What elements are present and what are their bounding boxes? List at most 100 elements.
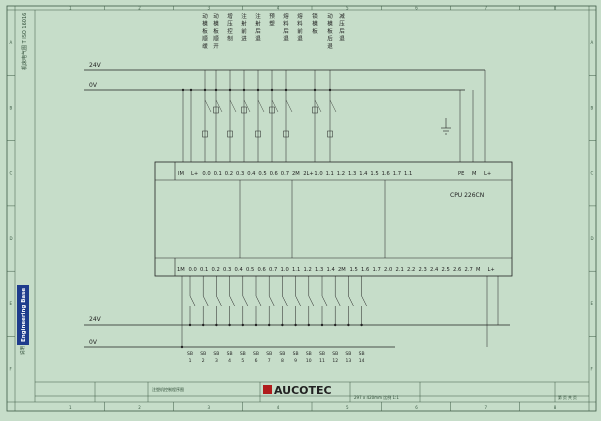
input-terminal: 2.0 <box>384 267 392 273</box>
output-description: 预塑 <box>269 12 275 28</box>
switch-contact <box>229 295 235 307</box>
output-terminal: 0.0 <box>202 171 210 177</box>
device-code: SB <box>253 351 259 357</box>
svg-text:压: 压 <box>339 21 345 28</box>
relay-contact <box>257 99 265 113</box>
left-label: 说明 <box>19 346 26 355</box>
power-terminal: PE <box>458 171 464 177</box>
svg-text:后: 后 <box>327 35 333 43</box>
switch-contact <box>282 295 288 307</box>
svg-text:射: 射 <box>241 20 247 28</box>
output-terminal: IM <box>178 171 184 177</box>
svg-text:进: 进 <box>241 35 247 43</box>
junction-dot <box>189 88 193 92</box>
junction-dot <box>254 323 258 327</box>
rail-0v-top: 0V <box>89 82 98 89</box>
output-terminal: 0.6 <box>270 171 278 177</box>
relay-coil <box>312 106 318 114</box>
junction-dot <box>313 88 317 92</box>
svg-text:控: 控 <box>227 27 233 35</box>
output-terminal: 2M <box>292 171 300 177</box>
device-code: SB <box>359 351 365 357</box>
input-terminal: M <box>476 267 480 273</box>
junction-dot <box>328 88 332 92</box>
device-number: 14 <box>359 358 365 364</box>
device-number: 13 <box>346 358 352 364</box>
switch-contact <box>255 295 262 307</box>
svg-text:熔: 熔 <box>297 12 303 20</box>
svg-text:模: 模 <box>202 20 208 28</box>
device-code: SB <box>319 351 325 357</box>
input-terminal: 2.4 <box>430 267 439 273</box>
input-terminal: 1.1 <box>292 267 300 273</box>
junction-dot <box>294 323 297 327</box>
svg-text:料: 料 <box>297 20 303 28</box>
output-descriptions: 动模板顺缓动模板顺开增压控制注射前进注射后退预塑熔料后退熔料前退锁模板动模板后退… <box>202 12 345 50</box>
output-terminal: 0.1 <box>214 171 222 177</box>
power-terminal: M <box>472 171 476 177</box>
row-marker: E <box>591 301 594 306</box>
device-code: SB <box>266 351 272 357</box>
scale-note: 297 x 420mm 比例 1:1 <box>354 394 399 400</box>
cpu-model: CPU 226CN <box>450 192 484 199</box>
junction-dot <box>228 323 231 327</box>
output-terminal: 1.4 <box>359 171 368 177</box>
svg-text:退: 退 <box>283 35 289 43</box>
junction-dot <box>256 88 260 92</box>
relay-contact <box>285 99 293 113</box>
svg-text:顺: 顺 <box>213 36 219 43</box>
column-marker: 6 <box>415 6 418 11</box>
device-number: 11 <box>319 358 325 364</box>
output-terminal: 0.4 <box>247 171 256 177</box>
svg-text:前: 前 <box>297 27 303 35</box>
rail-24v-bottom: 24V <box>89 316 102 323</box>
svg-text:板: 板 <box>327 27 333 35</box>
row-marker: B <box>10 105 13 110</box>
input-terminal: 0.7 <box>269 267 277 273</box>
junction-dot <box>334 323 337 327</box>
device-number: 9 <box>294 358 297 364</box>
column-marker: 8 <box>554 6 557 11</box>
row-marker: E <box>10 301 13 306</box>
input-terminal: 0.0 <box>189 267 197 273</box>
svg-text:动: 动 <box>202 13 208 20</box>
relay-coil <box>255 130 261 138</box>
column-marker: 5 <box>346 6 349 11</box>
switch-contact <box>268 295 275 307</box>
row-marker: D <box>10 236 13 241</box>
junction-dot <box>188 323 192 327</box>
input-terminal: 1.6 <box>361 267 369 273</box>
device-number: 2 <box>202 358 205 364</box>
column-marker: 7 <box>485 405 488 410</box>
input-terminal: 0.4 <box>235 267 244 273</box>
svg-text:开: 开 <box>213 43 219 50</box>
input-terminal: 0.1 <box>200 267 208 273</box>
svg-text:减: 减 <box>339 12 345 20</box>
device-code: SB <box>213 351 219 357</box>
svg-text:模: 模 <box>213 20 219 28</box>
output-terminal: 0.2 <box>225 171 233 177</box>
relay-coil <box>227 130 233 138</box>
column-marker: 6 <box>415 405 418 410</box>
column-marker: 7 <box>485 6 488 11</box>
junction-dot <box>215 323 218 327</box>
output-terminal: 0.5 <box>258 171 266 177</box>
svg-text:后: 后 <box>339 27 345 35</box>
svg-text:退: 退 <box>339 35 345 43</box>
relay-contact <box>314 99 322 113</box>
svg-text:动: 动 <box>213 13 219 20</box>
aucotec-logo <box>263 385 272 394</box>
input-terminal: 1.0 <box>281 267 289 273</box>
device-number: 6 <box>255 358 258 364</box>
device-number: 10 <box>306 358 312 364</box>
output-terminal: 2L+ <box>303 171 314 177</box>
device-number: 5 <box>241 358 244 364</box>
input-terminal: 0.3 <box>223 267 231 273</box>
svg-text:后: 后 <box>255 27 261 35</box>
rail-0v-bottom: 0V <box>89 339 98 346</box>
junction-dot <box>281 323 284 327</box>
